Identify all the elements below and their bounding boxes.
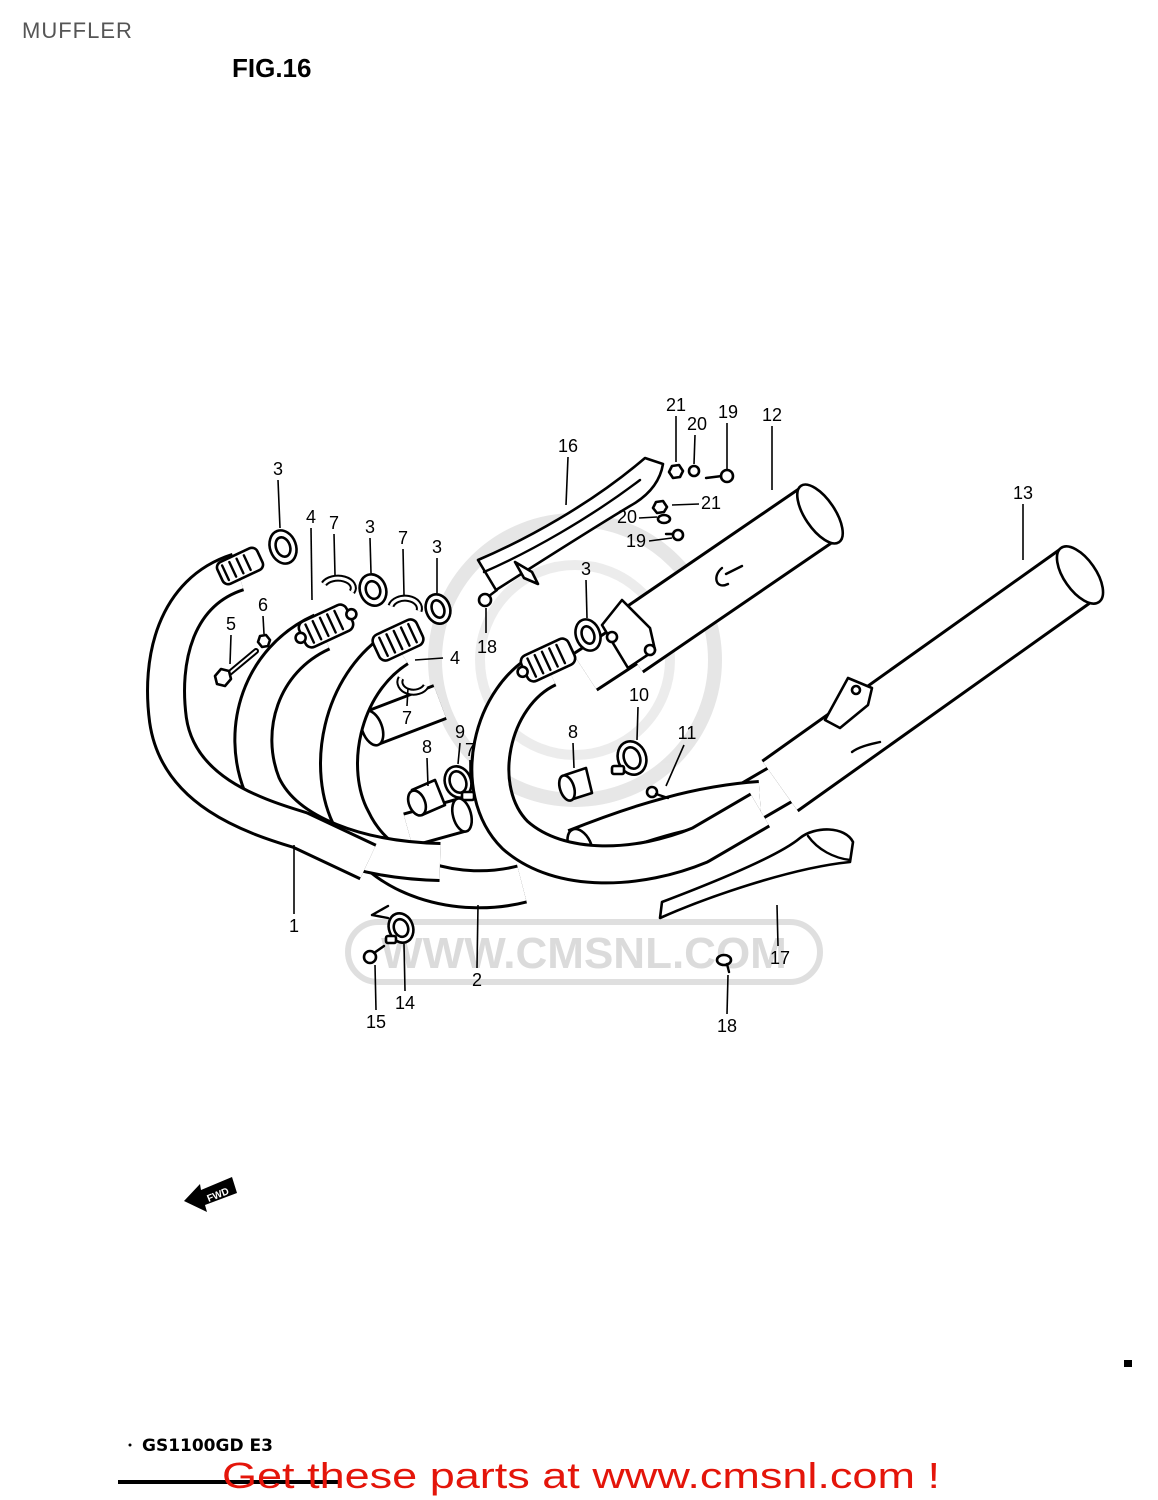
split-ring [389, 596, 421, 612]
pipe-flanges [215, 546, 577, 683]
callout-20-lower: 20 [617, 507, 637, 527]
clamp-10 [610, 740, 648, 776]
bolt-18-upper [477, 588, 499, 608]
callout-18: 18 [717, 1016, 737, 1036]
split-ring [322, 576, 355, 593]
callout-6: 6 [258, 595, 268, 615]
callout-3: 3 [365, 517, 375, 537]
clamp-9 [443, 765, 476, 802]
exhaust-pipe-1 [146, 552, 377, 881]
muffler-12-bracket-bolt [643, 643, 657, 657]
gaskets-3 [268, 529, 602, 652]
bolt-5 [213, 648, 259, 688]
fasteners-19-20-21-upper [667, 463, 735, 484]
page-marker [1124, 1360, 1132, 1367]
heat-shield-16 [476, 456, 665, 592]
muffler-13-bracket-hole [850, 684, 862, 696]
leader-lines [229, 416, 1024, 1015]
callout-3: 3 [432, 537, 442, 557]
callout-10: 10 [629, 685, 649, 705]
muffler-12-emblem [715, 564, 744, 587]
muffler-13-end-cap [1055, 545, 1105, 605]
muffler-12-bracket-bolt [605, 630, 619, 644]
footer-dot [128, 1443, 132, 1447]
watermark-logo-ring-inner [475, 560, 675, 760]
watermark-text: WWW.CMSNL.COM [381, 929, 787, 978]
callout-19: 19 [718, 402, 738, 422]
muffler-12-bracket [600, 598, 657, 670]
muffler-13 [728, 545, 1105, 828]
clamp-14-guide [370, 904, 390, 920]
flange-pipe-4 [516, 637, 577, 683]
joint-8-right [557, 766, 594, 802]
callout-7: 7 [402, 708, 412, 728]
callout-15: 15 [366, 1012, 386, 1032]
callout-4: 4 [450, 648, 460, 668]
callout-7: 7 [398, 528, 408, 548]
exhaust-pipe-3 [319, 631, 527, 910]
bolt-18-lower [715, 953, 733, 974]
callout-21-lower: 21 [701, 493, 721, 513]
callout-4: 4 [306, 507, 316, 527]
gasket [268, 529, 298, 565]
gasket [574, 618, 602, 652]
callout-1: 1 [289, 916, 299, 936]
fasteners-19-20-21-lower [651, 499, 685, 542]
callout-21: 21 [666, 395, 686, 415]
figure-number: FIG.16 [232, 53, 311, 83]
callout-7: 7 [465, 740, 475, 760]
exhaust-pipe-4 [470, 649, 771, 885]
callout-14: 14 [395, 993, 415, 1013]
callout-20: 20 [687, 414, 707, 434]
callout-19-lower: 19 [626, 531, 646, 551]
callout-13: 13 [1013, 483, 1033, 503]
cta-text[interactable]: Get these parts at www.cmsnl.com ! [222, 1455, 940, 1496]
callout-2: 2 [472, 970, 482, 990]
bolt-11 [645, 785, 670, 800]
gasket [358, 573, 388, 607]
model-code: GS1100GD E3 [142, 1436, 273, 1456]
footer-rule [118, 1480, 338, 1484]
callout-8: 8 [568, 722, 578, 742]
callout-8: 8 [422, 737, 432, 757]
muffler-12 [572, 483, 845, 692]
muffler-12-end-cap [795, 483, 845, 545]
heat-shield-17 [658, 828, 855, 920]
gasket [424, 593, 452, 625]
callout-5: 5 [226, 614, 236, 634]
callout-11: 11 [678, 723, 697, 743]
flange-pipe-1 [215, 546, 265, 586]
callout-7: 7 [329, 513, 339, 533]
callout-12: 12 [762, 405, 782, 425]
cta-link[interactable]: Get these parts at www.cmsnl.com ! [222, 1455, 940, 1496]
callout-9: 9 [455, 722, 465, 742]
flange-4-second [371, 618, 425, 662]
bolt-15 [362, 944, 386, 965]
callout-17: 17 [770, 948, 790, 968]
nut-6 [256, 633, 272, 649]
callout-3: 3 [273, 459, 283, 479]
callout-16: 16 [558, 436, 578, 456]
muffler-13-seam [850, 740, 882, 754]
collector-stubs [359, 684, 474, 848]
page-title: MUFFLER [22, 18, 133, 43]
watermark-frame [345, 919, 823, 985]
callouts: 21 20 19 12 16 13 21 20 19 3 4 7 3 7 3 3… [226, 395, 1033, 1036]
flange-4 [294, 603, 358, 649]
callout-3: 3 [581, 559, 591, 579]
fwd-arrow-icon: FWD [184, 1177, 237, 1212]
callout-18: 18 [477, 637, 497, 657]
clamp-14 [384, 912, 415, 945]
